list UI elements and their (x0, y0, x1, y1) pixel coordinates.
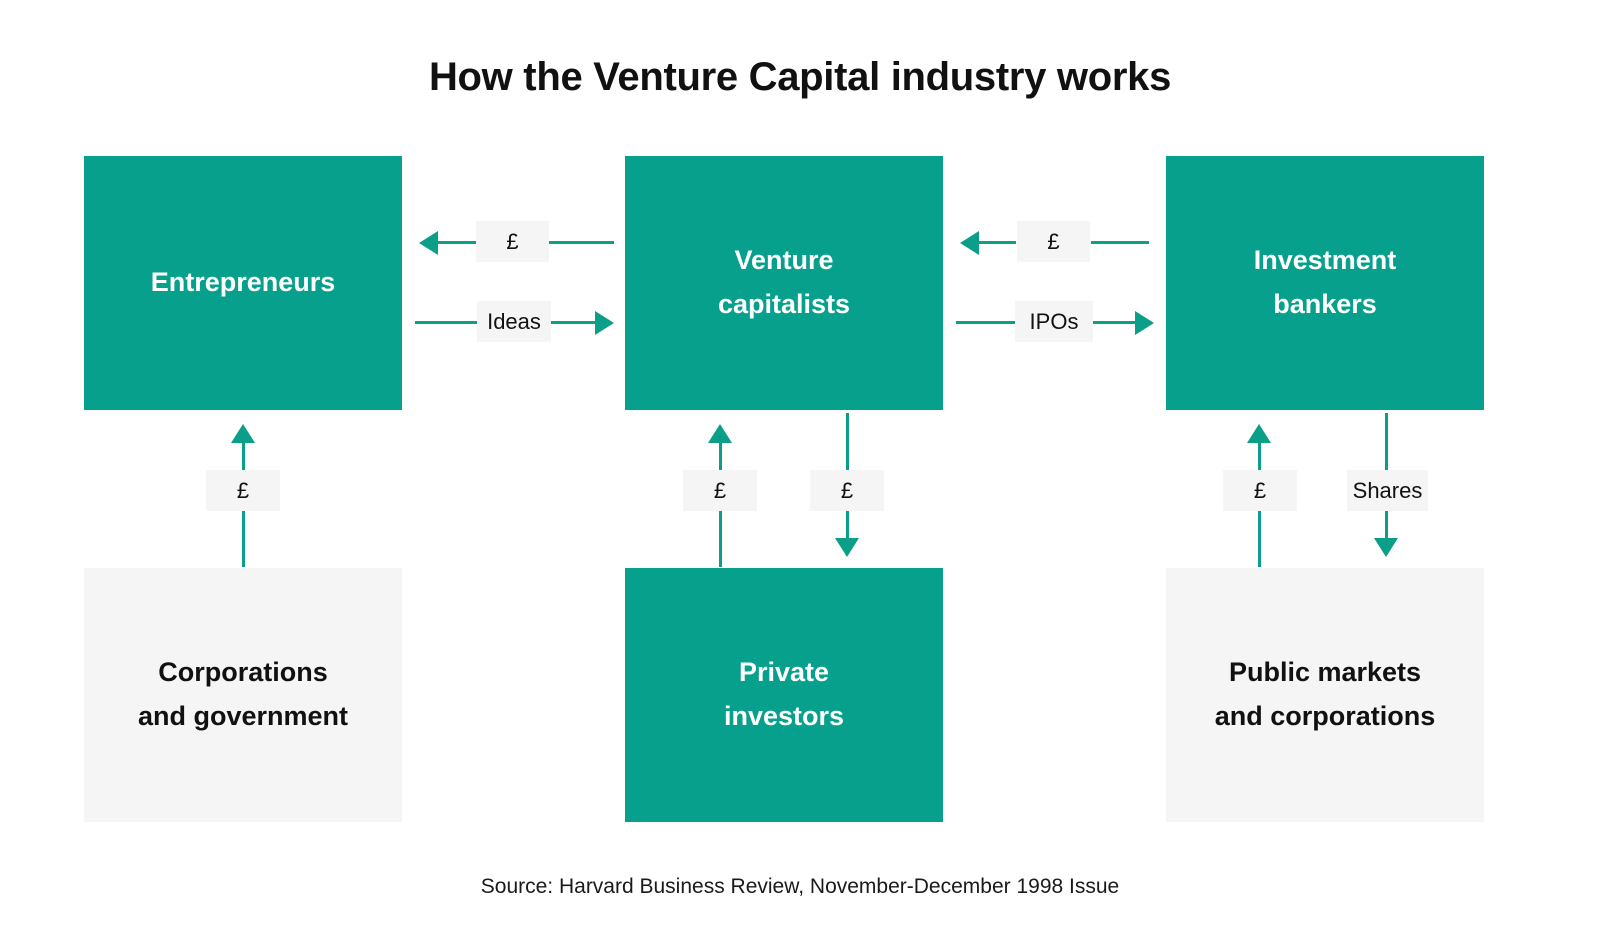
connector-line-vc-to-bankers (956, 321, 1015, 324)
node-investment-bankers-line1: Investment (1253, 245, 1397, 276)
node-venture-capitalists-label: Venture capitalists (718, 239, 850, 326)
connector-line-corporations-to-entrepreneurs (242, 510, 245, 567)
node-investment-bankers: Investment bankers (1166, 156, 1484, 410)
source-caption: Source: Harvard Business Review, Novembe… (480, 875, 1120, 898)
node-private-investors-line1: Private (738, 657, 830, 688)
edge-label-vc-to-private-investors: £ (810, 470, 884, 511)
connector-line-vc-to-bankers-head (1093, 321, 1135, 324)
node-venture-capitalists-line1: Venture (734, 245, 834, 276)
node-public-markets-and-corporations-line2: and corporations (1214, 701, 1436, 731)
node-corporations-and-government-label: Corporations and government (138, 651, 348, 738)
node-investment-bankers-line2: bankers (1273, 289, 1377, 319)
arrowhead-up-icon-corporations-to-entrepreneurs (231, 424, 255, 443)
edge-label-private-investors-to-vc: £ (683, 470, 757, 511)
edge-label-vc-to-entrepreneurs: £ (476, 221, 549, 262)
connector-line-bankers-to-public-markets-head (1385, 510, 1388, 538)
connector-line-entrepreneurs-to-vc (415, 321, 477, 324)
node-venture-capitalists-line2: capitalists (717, 289, 851, 319)
connector-line-bankers-to-public-markets (1385, 413, 1388, 470)
connector-line-vc-to-private-investors-head (846, 510, 849, 538)
arrowhead-down-icon-vc-to-private-investors (835, 538, 859, 557)
connector-line-private-investors-to-vc-head (719, 443, 722, 471)
connector-line-private-investors-to-vc (719, 510, 722, 567)
edge-label-public-markets-to-bankers: £ (1223, 470, 1297, 511)
connector-line-public-markets-to-bankers (1258, 510, 1261, 567)
connector-line-bankers-to-vc (979, 241, 1016, 244)
node-entrepreneurs-label: Entrepreneurs (150, 267, 336, 298)
edge-label-bankers-to-vc: £ (1017, 221, 1090, 262)
arrowhead-right-icon-entrepreneurs-to-vc (595, 311, 614, 335)
edge-label-corporations-to-entrepreneurs: £ (206, 470, 280, 511)
node-public-markets-and-corporations-label: Public markets and corporations (1215, 651, 1436, 738)
node-public-markets-and-corporations: Public markets and corporations (1166, 568, 1484, 822)
connector-line-vc-to-private-investors (846, 413, 849, 470)
connector-line-entrepreneurs-to-vc-head (551, 321, 595, 324)
arrowhead-down-icon-bankers-to-public-markets (1374, 538, 1398, 557)
arrowhead-up-icon-private-investors-to-vc (708, 424, 732, 443)
node-corporations-and-government-line2: and government (137, 701, 349, 731)
node-private-investors: Private investors (625, 568, 943, 822)
arrowhead-right-icon-vc-to-bankers (1135, 311, 1154, 335)
connector-line-vc-to-entrepreneurs-tail (549, 241, 614, 244)
node-private-investors-label: Private investors (724, 651, 844, 738)
edge-label-bankers-to-public-markets: Shares (1347, 470, 1428, 511)
edge-label-vc-to-bankers: IPOs (1015, 301, 1093, 342)
node-corporations-and-government-line1: Corporations (158, 657, 328, 688)
arrowhead-up-icon-public-markets-to-bankers (1247, 424, 1271, 443)
node-investment-bankers-label: Investment bankers (1254, 239, 1397, 326)
node-public-markets-and-corporations-line1: Public markets (1228, 657, 1422, 688)
connector-line-public-markets-to-bankers-head (1258, 443, 1261, 471)
node-entrepreneurs: Entrepreneurs (84, 156, 402, 410)
arrowhead-left-icon-vc-to-entrepreneurs (419, 231, 438, 255)
node-venture-capitalists: Venture capitalists (625, 156, 943, 410)
node-private-investors-line2: investors (723, 701, 845, 731)
edge-label-entrepreneurs-to-vc: Ideas (477, 301, 551, 342)
page-title: How the Venture Capital industry works (428, 55, 1172, 99)
arrowhead-left-icon-bankers-to-vc (960, 231, 979, 255)
connector-line-corporations-to-entrepreneurs-head (242, 443, 245, 471)
node-corporations-and-government: Corporations and government (84, 568, 402, 822)
connector-line-bankers-to-vc-tail (1091, 241, 1149, 244)
